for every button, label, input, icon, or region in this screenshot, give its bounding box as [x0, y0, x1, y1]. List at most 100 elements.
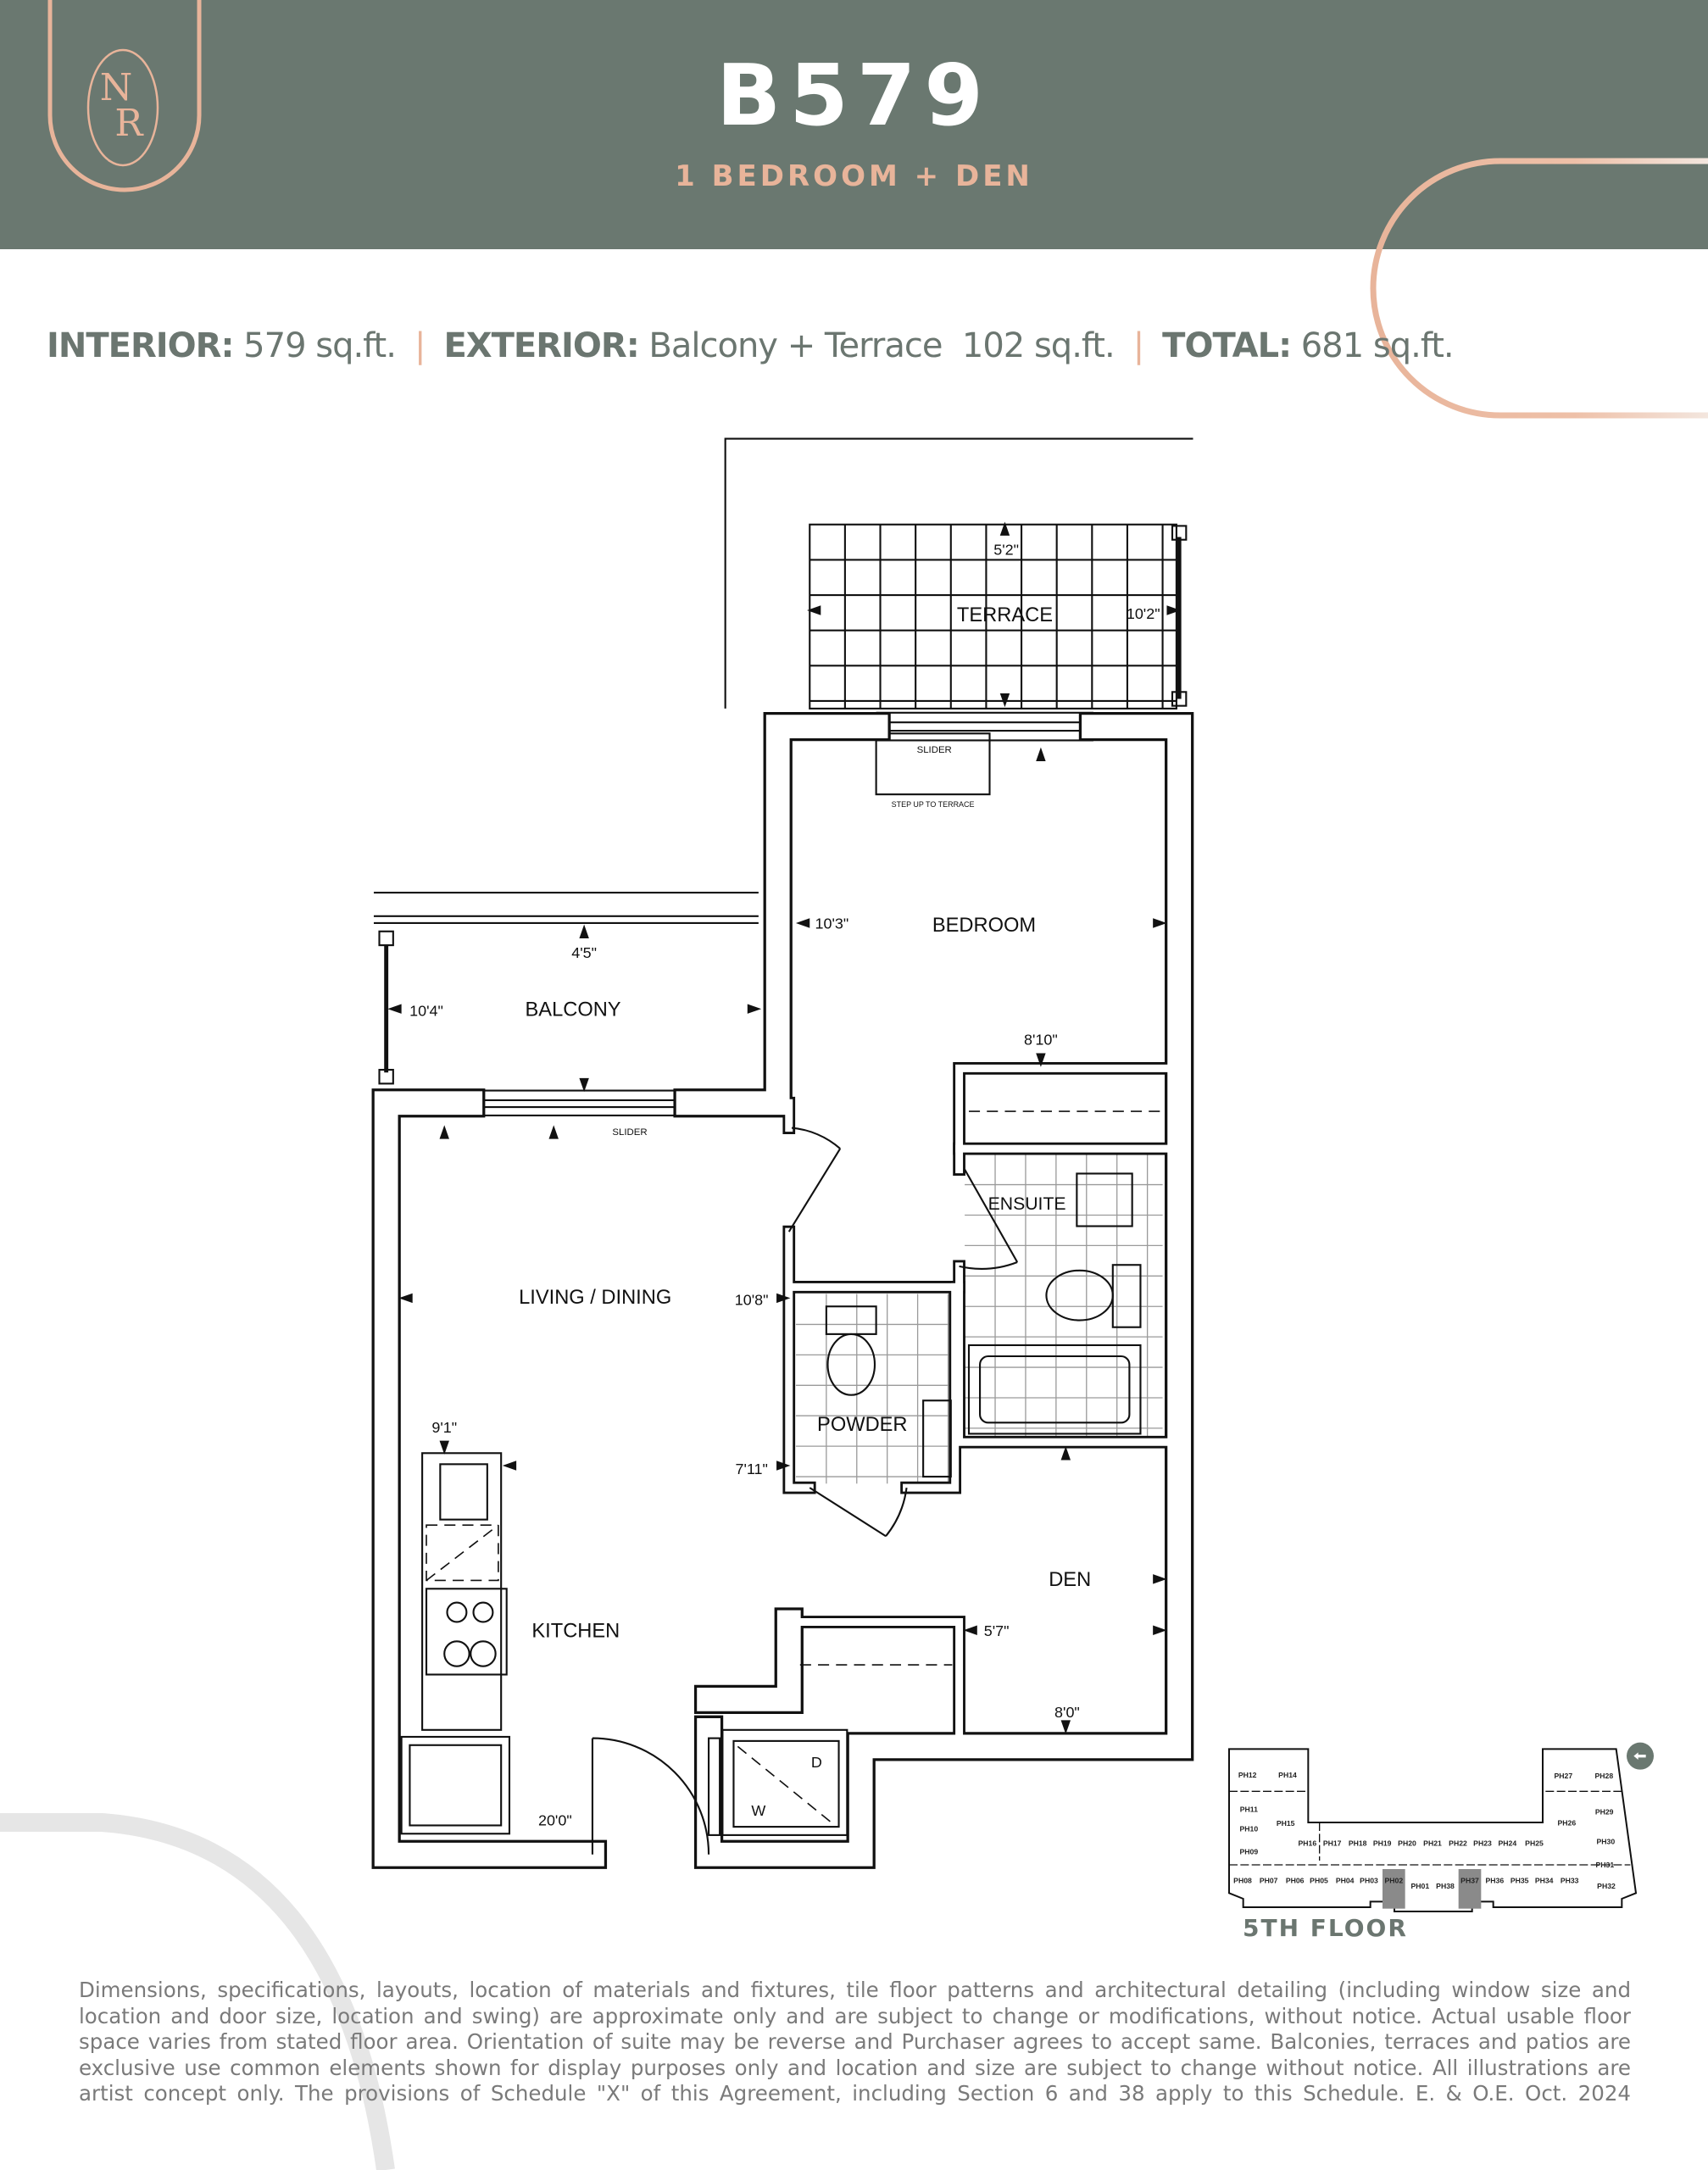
- dimension-arrow: [579, 924, 589, 938]
- key-plate-unit-label: PH06: [1286, 1876, 1305, 1884]
- key-plate-unit-label: PH24: [1499, 1839, 1517, 1847]
- key-plate-unit-label: PH30: [1597, 1837, 1616, 1845]
- key-plate-unit-label: PH25: [1525, 1839, 1544, 1847]
- wall-core: [785, 1227, 814, 1492]
- key-plate-unit-label: PH02: [1385, 1876, 1404, 1884]
- dimension-arrow: [795, 918, 810, 928]
- dim-den-length: 8'0": [1054, 1704, 1080, 1721]
- key-plate-unit-label: PH01: [1411, 1882, 1430, 1890]
- key-plate-unit-label: PH29: [1595, 1807, 1614, 1816]
- dimension-arrow: [776, 1293, 791, 1304]
- dim-living-width: 10'8": [735, 1292, 769, 1309]
- key-plate-unit-label: PH22: [1449, 1839, 1467, 1847]
- key-plate-unit-label: PH31: [1596, 1861, 1615, 1869]
- key-plate-unit-label: PH14: [1278, 1771, 1297, 1779]
- dimension-arrow: [439, 1125, 449, 1139]
- exterior-label: EXTERIOR:: [443, 326, 639, 365]
- ensuite-door: [959, 1169, 1019, 1270]
- unit-title: B579: [716, 46, 992, 145]
- dim-kitchen-width: 9'1": [431, 1419, 457, 1436]
- key-plate-unit-label: PH18: [1349, 1839, 1367, 1847]
- key-plate-unit-label: PH21: [1423, 1839, 1442, 1847]
- note-slider-living: SLIDER: [612, 1127, 647, 1138]
- bedroom-slider: [876, 711, 1093, 742]
- ensuite-fixtures: [967, 1172, 1142, 1435]
- dimension-arrow: [439, 1440, 449, 1455]
- terrace-paving: [809, 523, 1177, 709]
- key-plate-unit-label: PH38: [1436, 1882, 1455, 1890]
- room-label-den: DEN: [1049, 1569, 1091, 1591]
- key-plate-unit-label: PH36: [1486, 1876, 1505, 1884]
- dimension-arrow: [1036, 1053, 1046, 1067]
- wall-core: [785, 1617, 964, 1737]
- interior-value: 579 sq.ft.: [233, 326, 397, 365]
- building-outline: [1228, 1748, 1638, 1912]
- key-plate-unit-label: PH19: [1373, 1839, 1392, 1847]
- key-plate-unit-label: PH34: [1535, 1876, 1554, 1884]
- key-plate-unit-label: PH17: [1323, 1839, 1342, 1847]
- room-label-balcony: BALCONY: [526, 999, 621, 1021]
- kitchen-counter: [400, 1452, 511, 1835]
- dimension-arrow: [1060, 1446, 1071, 1461]
- svg-text:R: R: [114, 102, 144, 145]
- terrace-tiles: [809, 524, 1177, 709]
- wall-core: [789, 1283, 960, 1492]
- area-summary: INTERIOR: 579 sq.ft.|EXTERIOR: Balcony +…: [47, 326, 1455, 365]
- dimension-arrow: [398, 1293, 413, 1304]
- room-label-bedroom: BEDROOM: [932, 915, 1036, 937]
- kitchen-sink: [439, 1463, 488, 1521]
- cooktop: [425, 1588, 508, 1676]
- floor-label: 5TH FLOOR: [1243, 1914, 1408, 1942]
- highlighted-unit: [1383, 1869, 1405, 1909]
- wall-core: [374, 1091, 604, 1867]
- key-plate-unit-label: PH11: [1240, 1805, 1258, 1813]
- disclaimer: Dimensions, specifications, layouts, loc…: [79, 1978, 1631, 2106]
- tile-grids: [795, 524, 1177, 1484]
- interior-label: INTERIOR:: [47, 326, 234, 365]
- powder-door: [809, 1487, 908, 1538]
- wall-core: [697, 1610, 801, 1711]
- dimension-arrow: [747, 1004, 762, 1014]
- key-plate-unit-label: PH15: [1277, 1819, 1295, 1828]
- key-plate-unit-label: PH35: [1510, 1876, 1529, 1884]
- bathtub: [967, 1344, 1142, 1435]
- dimension-arrow: [776, 1461, 791, 1471]
- dimension-arrow: [1166, 605, 1181, 615]
- dim-bedroom-width: 10'3": [815, 915, 849, 932]
- dimension-arrow: [963, 1625, 977, 1635]
- dimension-arrow: [1153, 918, 1167, 928]
- washer-label: W: [751, 1802, 765, 1819]
- ensuite-tiles: [965, 1154, 1163, 1439]
- key-plate-unit-label: PH08: [1233, 1876, 1252, 1884]
- wall-core: [955, 1283, 1170, 1446]
- dim-bedroom-length: 8'10": [1024, 1032, 1058, 1049]
- header-banner: N R B579 1 BEDROOM + DEN: [0, 0, 1708, 249]
- key-plate-unit-label: PH26: [1558, 1819, 1577, 1828]
- entry-door: [591, 1737, 710, 1855]
- svg-text:N: N: [100, 66, 133, 109]
- powder-fixtures: [825, 1305, 952, 1478]
- dimension-arrow: [806, 605, 821, 615]
- dimension-arrow: [1060, 1720, 1071, 1734]
- room-label-powder: POWDER: [817, 1414, 907, 1436]
- key-plate-unit-label: PH09: [1240, 1847, 1259, 1856]
- dimension-arrow: [999, 693, 1010, 708]
- wall-core: [676, 715, 888, 1116]
- unit-type: 1 BEDROOM + DEN: [675, 159, 1033, 193]
- interior-wall: [953, 1281, 1172, 1449]
- key-plate-unit-label: PH27: [1555, 1772, 1573, 1780]
- key-plate-unit-label: PH04: [1336, 1876, 1355, 1884]
- dimension-arrows: [387, 521, 1181, 1734]
- key-plate-unit-label: PH33: [1561, 1876, 1579, 1884]
- key-plate-unit-label: PH32: [1597, 1882, 1616, 1890]
- dim-terrace-width: 10'2": [1127, 605, 1160, 622]
- room-label-kitchen: KITCHEN: [531, 1620, 620, 1642]
- key-plate-unit-label: PH16: [1299, 1839, 1317, 1847]
- key-plate-unit-label: PH12: [1238, 1771, 1257, 1779]
- key-plate-unit-label: PH10: [1240, 1825, 1259, 1833]
- powder-sink: [922, 1399, 952, 1478]
- wall-core: [955, 1064, 1170, 1174]
- key-plate-unit-label: PH03: [1360, 1876, 1378, 1884]
- dim-den-width: 5'7": [984, 1622, 1010, 1639]
